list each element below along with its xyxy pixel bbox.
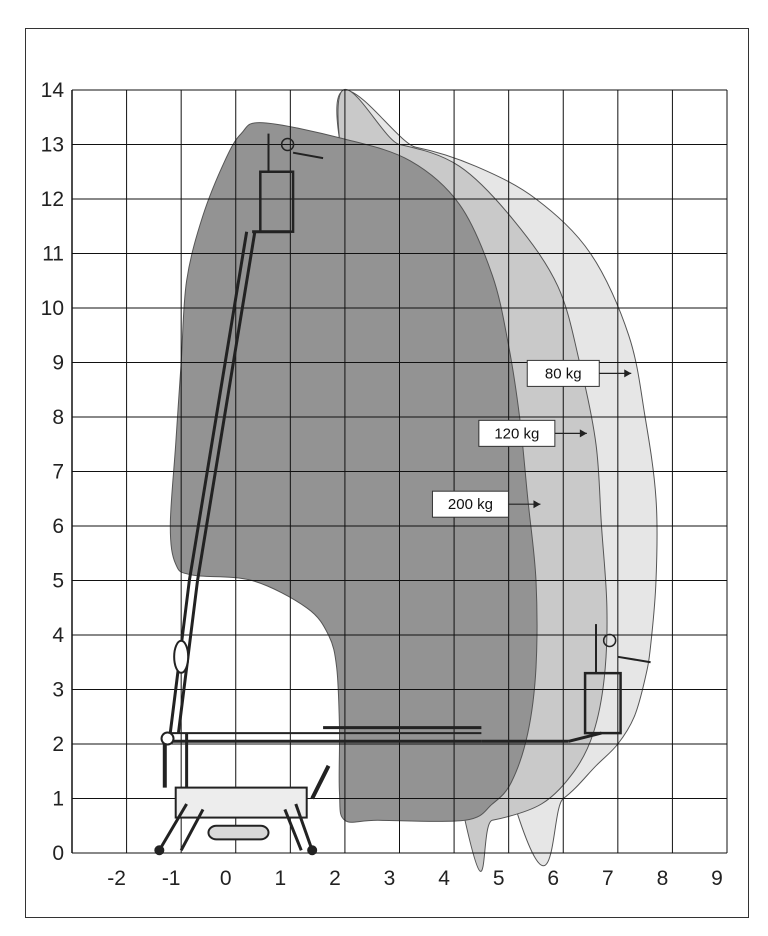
x-tick-label: 7: [602, 867, 614, 890]
y-tick-label: 14: [41, 79, 65, 102]
y-tick-label: 2: [52, 733, 64, 756]
x-tick-label: 4: [438, 867, 450, 890]
y-tick-label: 6: [52, 515, 64, 538]
y-tick-label: 7: [52, 461, 64, 484]
machine-silhouette: [154, 133, 651, 856]
label-arrowhead: [624, 369, 632, 378]
cylinder: [173, 639, 190, 674]
basket-lamp: [602, 633, 617, 648]
load-label-120-kg: 120 kg: [478, 419, 587, 447]
basket-raised: [259, 170, 295, 233]
x-tick-label: 2: [329, 867, 341, 890]
x-tick-label: -1: [162, 867, 181, 890]
basket-extended: [583, 671, 622, 735]
label-arrowhead: [533, 500, 541, 509]
y-tick-label: 8: [52, 406, 64, 429]
label-box: [478, 419, 556, 447]
x-tick-label: -2: [107, 867, 126, 890]
outrigger: [283, 808, 303, 851]
pivot: [160, 731, 175, 746]
basket-rail: [292, 151, 324, 160]
jib: [568, 731, 602, 743]
load-label-200-kg: 200 kg: [431, 490, 541, 518]
y-tick-label: 1: [52, 788, 64, 811]
label-text: 80 kg: [545, 365, 582, 382]
x-tick-label: 3: [384, 867, 396, 890]
label-text: 120 kg: [494, 425, 539, 442]
y-tick-label: 4: [52, 624, 64, 647]
outrigger: [158, 803, 188, 852]
label-box: [431, 490, 509, 518]
outrigger-foot: [307, 845, 318, 856]
envelope-regions: [169, 89, 658, 872]
load-labels: 80 kg 120 kg 200 kg: [431, 359, 632, 518]
y-tick-label: 5: [52, 570, 64, 593]
y-tick-label: 10: [41, 297, 64, 320]
label-text: 200 kg: [448, 496, 493, 513]
label-box: [526, 359, 600, 387]
chart-frame: [25, 28, 749, 918]
x-tick-label: 5: [493, 867, 505, 890]
outrigger: [294, 803, 314, 851]
label-arrowhead: [579, 429, 587, 438]
load-label-80-kg: 80 kg: [526, 359, 632, 387]
outrigger: [179, 808, 205, 851]
x-tick-label: 6: [547, 867, 559, 890]
track: [207, 824, 270, 841]
y-tick-label: 0: [52, 842, 64, 865]
y-tick-label: 3: [52, 679, 64, 702]
basket-rail: [617, 655, 651, 664]
x-tick-label: 1: [274, 867, 286, 890]
x-tick-label: 9: [711, 867, 723, 890]
x-tick-label: 0: [220, 867, 232, 890]
control-arm: [310, 764, 331, 800]
boom-segment: [187, 231, 249, 581]
outrigger-foot: [154, 845, 165, 856]
x-tick-label: 8: [657, 867, 669, 890]
y-tick-label: 11: [42, 243, 64, 266]
basket-lamp: [280, 137, 295, 152]
y-tick-label: 13: [41, 134, 64, 157]
boom-segment: [196, 231, 257, 581]
y-tick-label: 9: [52, 352, 64, 375]
y-tick-label: 12: [41, 188, 64, 211]
